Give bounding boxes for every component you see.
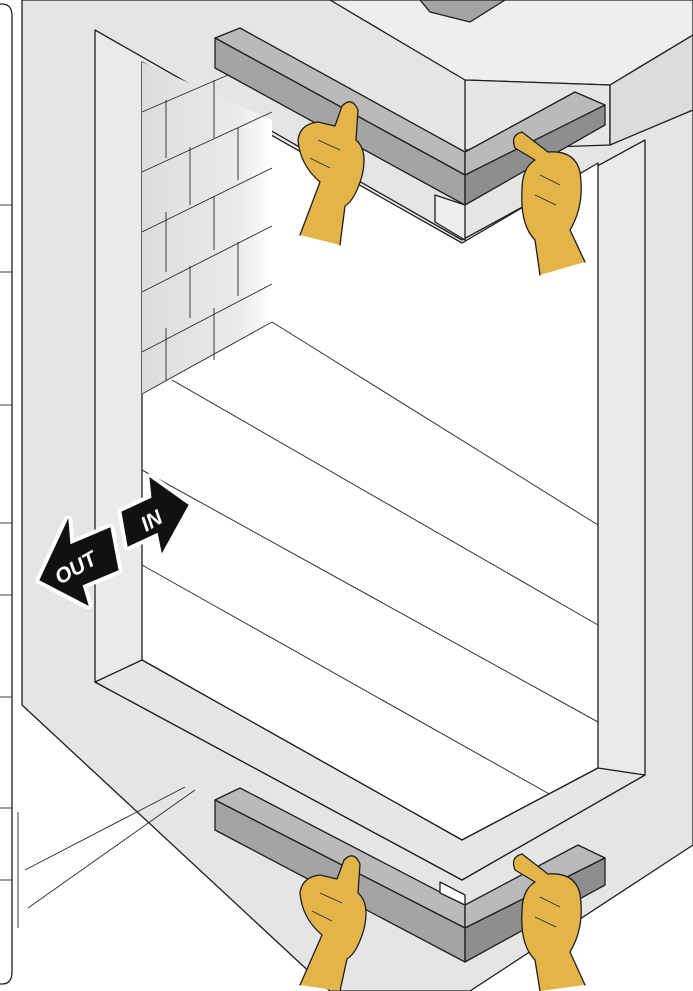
side-panel-border bbox=[0, 4, 12, 984]
